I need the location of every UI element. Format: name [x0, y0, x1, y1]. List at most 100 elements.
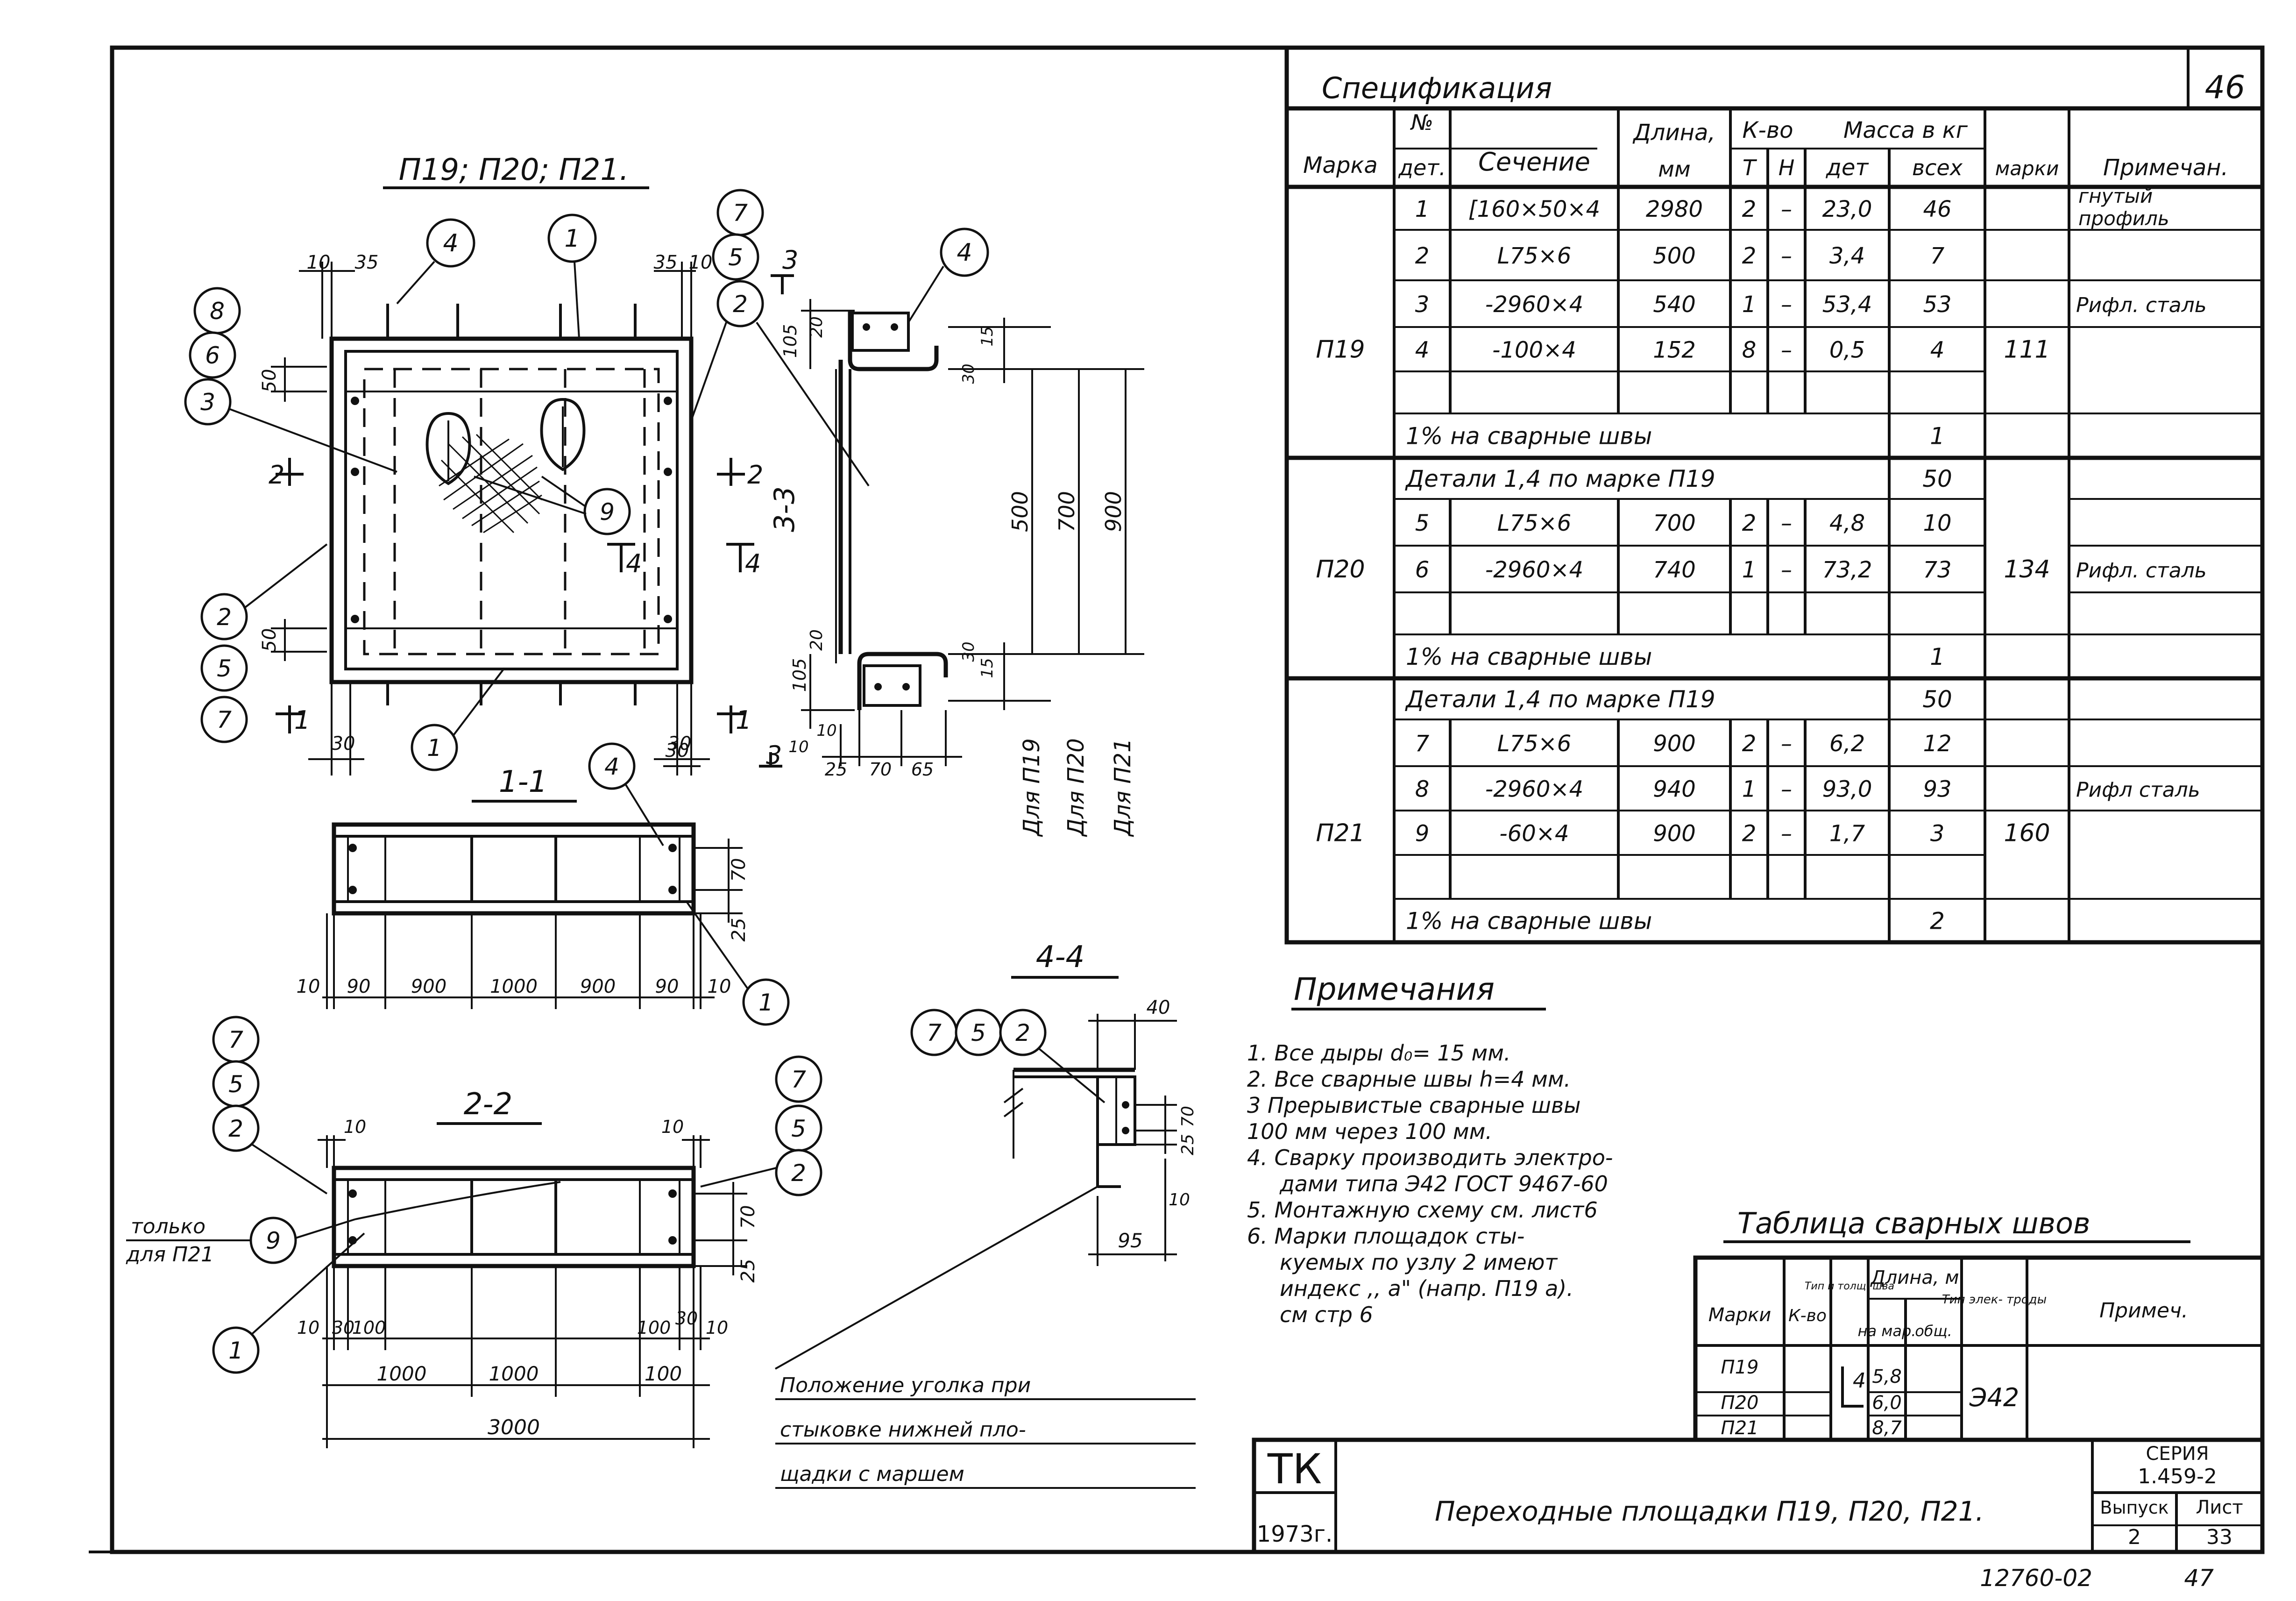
spec-cell-mass-all: 2: [1930, 908, 1945, 935]
callout-22-9: 9: [249, 1217, 355, 1264]
spec-cell-t: 2: [1742, 731, 1757, 757]
spec-table: [1284, 45, 2265, 945]
spec-cell-length: 940: [1653, 776, 1696, 803]
s22-dim-100-b: 100: [637, 1317, 671, 1338]
s33-dim-105-bottom: 105: [789, 658, 810, 692]
weld-mark-p19: П19: [1721, 1357, 1759, 1378]
callout-plan-2-bottom: 2: [200, 543, 328, 640]
spec-cell-section: L75×6: [1497, 731, 1572, 757]
spec-cell-m-det: 1,7: [1829, 821, 1865, 847]
spec-cell-det: 3: [1415, 292, 1430, 318]
note-line: куемых по узлу 2 имеют: [1280, 1250, 1558, 1275]
only-p21-line1: только: [131, 1215, 206, 1238]
plan-dim-35-right: 35: [654, 252, 678, 273]
sheet-corner-number: 46: [2205, 69, 2246, 106]
s11-dim-25: 25: [728, 918, 750, 942]
sheet-label: Лист: [2196, 1497, 2243, 1518]
weld-table-title: Таблица сварных швов: [1737, 1206, 2090, 1240]
spec-header-qty: К-во: [1742, 117, 1793, 143]
svg-text:1: 1: [564, 225, 580, 253]
spec-cell-m-det: 73,2: [1822, 557, 1872, 583]
spec-cell-t: 8: [1742, 337, 1757, 363]
spec-cell-mass-all: 1: [1930, 423, 1945, 450]
weld-header-length: Длина, м: [1870, 1267, 1959, 1288]
weld-header-note: Примеч.: [2099, 1299, 2188, 1323]
series-value: 1.459-2: [2138, 1465, 2217, 1488]
spec-row-span: 1% на сварные швы: [1406, 423, 1652, 450]
note-line: индекс ,, а" (напр. П19 а).: [1280, 1276, 1573, 1301]
s11-dim-900-right: 900: [580, 976, 616, 997]
plan-dim-10-left: 10: [307, 252, 331, 273]
svg-text:7: 7: [927, 1019, 942, 1046]
spec-cell-m-all: 4: [1930, 337, 1945, 363]
svg-text:4: 4: [957, 239, 972, 267]
s11-dim-90-right: 90: [655, 976, 679, 997]
spec-cell-section: -60×4: [1499, 821, 1569, 847]
s33-dim-10-a: 10: [788, 738, 808, 756]
spec-cell-m-all: 12: [1923, 731, 1951, 757]
s33-dim-20-bottom: 20: [807, 629, 826, 651]
spec-header-section: Сечение: [1478, 147, 1590, 177]
note-line: 2. Все сварные швы h=4 мм.: [1247, 1067, 1571, 1092]
spec-cell-n: –: [1781, 196, 1792, 222]
svg-text:5: 5: [728, 244, 743, 271]
svg-text:5: 5: [971, 1019, 986, 1046]
section-3-3: [759, 274, 1144, 768]
notes-list: 1. Все дыры d₀= 15 мм.2. Все сварные швы…: [1247, 1040, 1613, 1327]
stamp-year: 1973г.: [1257, 1521, 1333, 1547]
spec-cell-mass-mark: 111: [2004, 336, 2050, 364]
note-line: 100 мм через 100 мм.: [1247, 1119, 1492, 1144]
spec-header-mass-det: дет: [1826, 155, 1870, 181]
spec-cell-length: 740: [1653, 557, 1696, 583]
spec-cell-m-det: 3,4: [1829, 243, 1865, 269]
plan-hatch: [439, 434, 543, 534]
spec-cell-section: [160×50×4: [1468, 196, 1600, 222]
s44-dim-70: 70: [1178, 1106, 1198, 1127]
svg-text:7: 7: [228, 1026, 243, 1053]
s33-dim-25: 25: [825, 759, 847, 780]
svg-text:4: 4: [443, 229, 458, 257]
callout-plan-5-top: 5: [712, 233, 759, 281]
spec-header-qty-t: Т: [1743, 155, 1757, 180]
svg-text:1: 1: [758, 989, 773, 1016]
cut-mark-4-left: 4: [626, 549, 642, 578]
spec-cell-det: 2: [1415, 243, 1430, 269]
cut-mark-3-top: 3: [782, 245, 798, 275]
stamp-org: ТК: [1267, 1445, 1322, 1493]
spec-cell-m-all: 73: [1923, 557, 1951, 583]
section-2-2-title: 2-2: [464, 1087, 513, 1122]
svg-text:7: 7: [733, 199, 748, 227]
spec-row-span: 1% на сварные швы: [1406, 908, 1652, 935]
s22-dim-100-c: 100: [645, 1362, 682, 1385]
spec-cell-note: Рифл. сталь: [2076, 559, 2207, 583]
sheet-value: 33: [2206, 1525, 2232, 1549]
only-p21-line2: для П21: [126, 1243, 214, 1267]
spec-cell-note-line2: профиль: [2078, 207, 2169, 230]
spec-header-qty-n: Н: [1779, 155, 1795, 180]
callout-plan-6: 6: [189, 331, 236, 379]
s22-dim-1000-a: 1000: [377, 1362, 427, 1385]
svg-text:2: 2: [1015, 1019, 1030, 1046]
spec-cell-length: 152: [1653, 337, 1696, 363]
s11-dim-10-left: 10: [297, 976, 320, 997]
callout-44-2: 2: [999, 1009, 1105, 1103]
section-2-2: [318, 1135, 747, 1448]
spec-cell-mass-mark: 134: [2004, 555, 2050, 583]
spec-header-mass-mark: марки: [1995, 157, 2059, 180]
plan-title: П19; П20; П21.: [399, 153, 629, 187]
svg-text:5: 5: [791, 1115, 806, 1142]
spec-cell-section: L75×6: [1497, 243, 1572, 269]
s33-dim-15-top: 15: [978, 326, 997, 346]
svg-text:7: 7: [217, 706, 232, 733]
note-line: дами типа Э42 ГОСТ 9467-60: [1279, 1171, 1608, 1196]
spec-cell-n: –: [1781, 510, 1792, 536]
section-4-4-title: 4-4: [1036, 940, 1085, 975]
weld-length-p20: 6,0: [1872, 1392, 1902, 1414]
svg-text:9: 9: [600, 498, 615, 526]
weld-mark-p20: П20: [1721, 1392, 1759, 1414]
spec-cell-n: –: [1781, 821, 1792, 847]
spec-cell-m-det: 23,0: [1822, 196, 1872, 222]
callout-11-4: 4: [588, 742, 664, 847]
callout-44-5: 5: [955, 1009, 1002, 1056]
spec-cell-m-all: 46: [1923, 196, 1951, 222]
